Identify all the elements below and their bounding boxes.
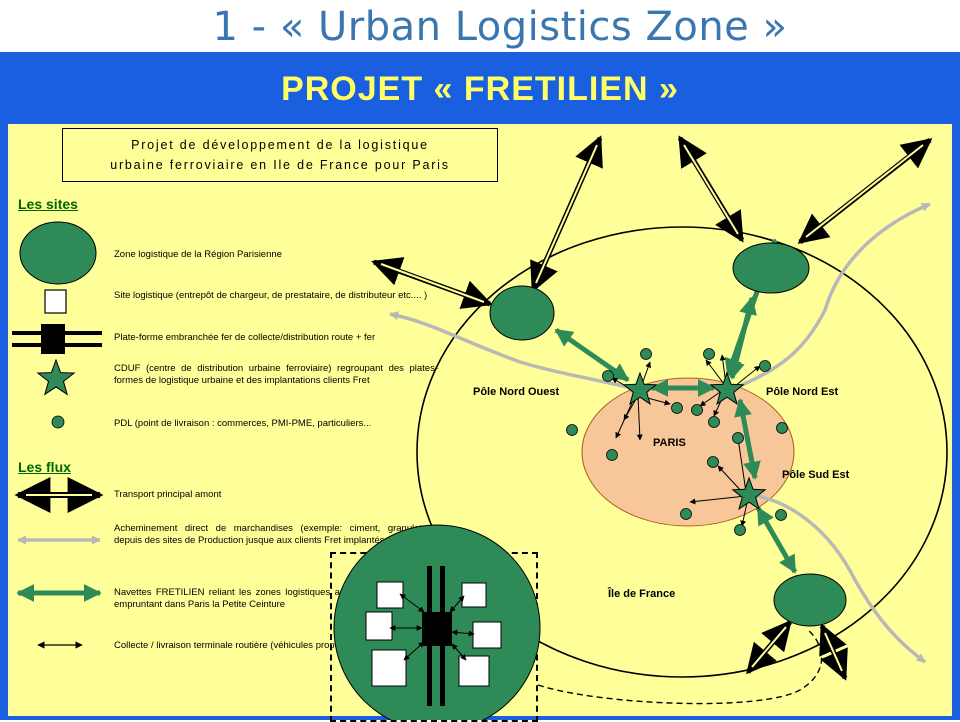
legend-direct-text: Acheminement direct de marchandises (exe…	[114, 523, 438, 546]
navette-arrow	[734, 398, 761, 480]
legend-site-text: Site logistique (entrepôt de chargeur, d…	[114, 290, 428, 301]
direct-flow-west	[389, 311, 641, 392]
delivery-arrow	[705, 359, 725, 385]
pdl-dot	[708, 416, 720, 428]
legend-cduf-text: CDUF (centre de distribution urbaine fer…	[114, 363, 438, 386]
direct-flow-southeast	[749, 493, 927, 664]
navette-arrow	[755, 506, 798, 574]
detail-site	[458, 655, 490, 687]
pdl-dot	[640, 348, 652, 360]
logistics-zone-northwest	[489, 285, 555, 341]
pdl-dot	[707, 456, 719, 468]
pdl-dot	[671, 402, 683, 414]
platform-detail	[333, 524, 541, 720]
label-paris: PARIS	[653, 437, 686, 449]
logistics-zone-southeast	[773, 573, 847, 627]
delivery-arrow	[636, 395, 643, 441]
detail-site	[365, 611, 393, 641]
pdl-dot	[606, 449, 618, 461]
pdl-dot	[734, 524, 746, 536]
pdl-dot	[776, 422, 788, 434]
legend-cduf-icon	[36, 358, 76, 396]
legend-transport-text: Transport principal amont	[114, 489, 222, 500]
legend-platform-text: Plate-forme embranchée fer de collecte/d…	[114, 332, 376, 343]
pdl-dot	[775, 509, 787, 521]
legend-pdl-text: PDL (point de livraison : commerces, PMI…	[114, 418, 372, 429]
page-title: 1 - « Urban Logistics Zone »	[212, 4, 788, 50]
pdl-dot	[680, 508, 692, 520]
legend-zone-icon	[19, 221, 97, 285]
logistics-zone-northeast	[732, 242, 810, 294]
pdl-dot	[759, 360, 771, 372]
delivery-arrow	[735, 437, 747, 493]
flux-heading: Les flux	[18, 459, 71, 475]
cduf-star-nord-est	[709, 371, 745, 406]
pdl-dot	[602, 370, 614, 382]
detail-site	[376, 581, 404, 609]
project-description-box: Projet de développement de la logistique…	[62, 128, 498, 182]
legend-site-icon	[44, 289, 67, 314]
legend-pdl-icon	[51, 415, 65, 429]
pdl-dot	[703, 348, 715, 360]
detail-site	[472, 621, 502, 649]
cduf-star-nord-ouest	[622, 371, 658, 406]
label-pole-nord-est: Pôle Nord Est	[766, 386, 839, 398]
description-line-1: Projet de développement de la logistique	[131, 138, 429, 152]
project-title: PROJET « FRETILIEN »	[281, 70, 679, 108]
direct-flow-north	[729, 202, 931, 392]
legend-collecte-text: Collecte / livraison terminale routière …	[114, 640, 352, 651]
navette-arrow	[554, 327, 630, 383]
legend-platform-icon	[12, 324, 102, 354]
dashed-link	[537, 629, 823, 705]
sites-heading: Les sites	[18, 196, 78, 212]
pdl-dot	[691, 404, 703, 416]
delivery-arrow	[689, 495, 747, 505]
legend-zone-text: Zone logistique de la Région Parisienne	[114, 249, 282, 260]
pdl-dot	[566, 424, 578, 436]
detail-site	[461, 582, 487, 608]
detail-platform	[422, 612, 452, 646]
label-ile-de-france: Île de France	[608, 588, 676, 600]
detail-site	[371, 649, 407, 687]
label-pole-nord-ouest: Pôle Nord Ouest	[473, 386, 560, 398]
cduf-star-sud-est	[731, 476, 767, 511]
description-line-2: urbaine ferroviaire en Ile de France pou…	[110, 158, 450, 172]
legend-navettes-text: Navettes FRETILIEN reliant les zones log…	[114, 587, 438, 610]
label-pole-sud-est: Pôle Sud Est	[782, 469, 850, 481]
pdl-dot	[732, 432, 744, 444]
